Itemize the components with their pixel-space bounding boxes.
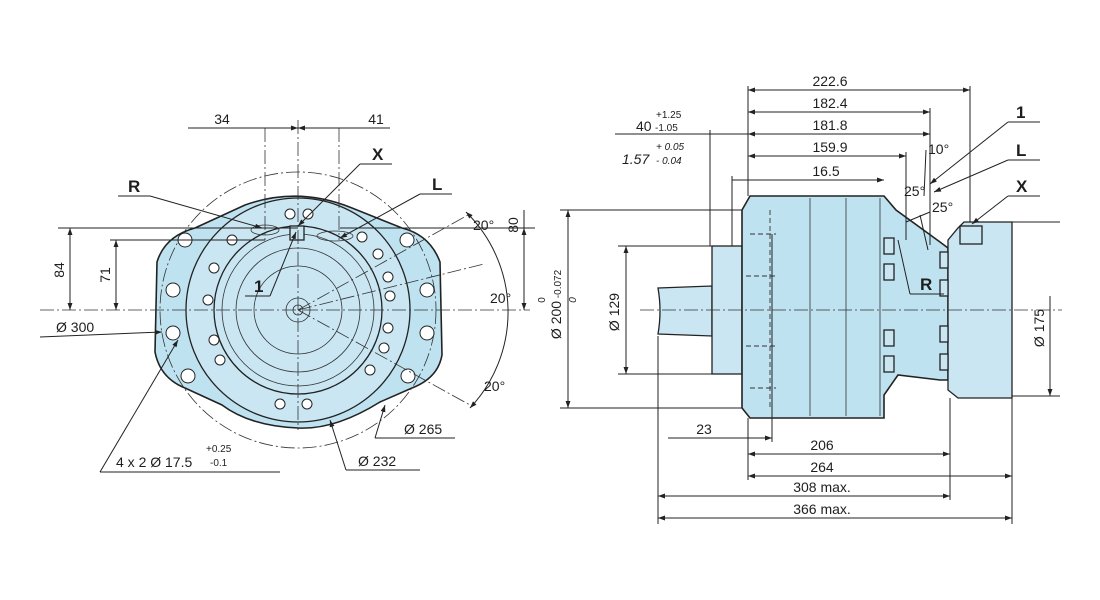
dim-40-tol-up: +1.25 — [656, 110, 682, 121]
label-1-side: 1 — [1016, 103, 1025, 122]
angle-25b: 25° — [932, 199, 953, 215]
dim-holes: 4 x 2 Ø 17.5 — [116, 454, 192, 470]
inner-bolts — [202, 208, 396, 410]
dim-1-57-tol-low: - 0.04 — [656, 156, 682, 167]
dim-dia200-tol-up: 0 — [537, 297, 548, 303]
dim-dia200-zero: 0 — [568, 297, 579, 303]
angle-10: 10° — [928, 141, 949, 157]
port-l — [316, 230, 354, 242]
dim-1-57-tol-up: + 0.05 — [656, 142, 685, 153]
port-block — [959, 225, 983, 245]
dim-16-5: 16.5 — [812, 163, 839, 179]
dim-159-9: 159.9 — [812, 139, 847, 155]
label-x: X — [372, 145, 384, 164]
dim-84: 84 — [51, 262, 67, 278]
dim-182-4: 182.4 — [812, 95, 847, 111]
mounting-holes — [165, 232, 435, 384]
dim-366: 366 max. — [793, 501, 851, 517]
dim-dia265: Ø 265 — [404, 421, 442, 437]
angle-mid: 20° — [490, 290, 511, 306]
dim-264: 264 — [810, 459, 834, 475]
label-l: L — [432, 175, 442, 194]
motor-body — [741, 195, 949, 419]
dim-23: 23 — [696, 421, 712, 437]
label-x-side: X — [1016, 177, 1028, 196]
dim-holes-tol-up: +0.25 — [206, 444, 232, 455]
dim-308: 308 max. — [793, 479, 851, 495]
dim-dia175: Ø 175 — [1031, 309, 1047, 347]
dim-206: 206 — [810, 437, 834, 453]
front-view: 34 41 84 71 80 20° 20° 20° Ø 300 4 x 2 Ø… — [39, 111, 535, 473]
dim-dia232: Ø 232 — [358, 453, 396, 469]
dim-dia300: Ø 300 — [56, 319, 94, 335]
shaft — [657, 285, 713, 337]
dim-40: 40 — [636, 118, 652, 134]
dim-1-57: 1.57 — [622, 151, 650, 167]
dim-dia200: Ø 200 — [548, 301, 564, 339]
label-r: R — [128, 177, 140, 196]
angle-25a: 25° — [904, 183, 925, 199]
angle-bot: 20° — [484, 378, 505, 394]
label-l-side: L — [1016, 141, 1026, 160]
dim-71: 71 — [97, 267, 113, 283]
side-bolts — [883, 237, 949, 373]
dim-dia200-tol-low: -0.072 — [553, 269, 564, 298]
dim-222-6: 222.6 — [812, 73, 847, 89]
dim-34: 34 — [214, 111, 230, 127]
label-r-side: R — [920, 275, 932, 294]
dim-dia129: Ø 129 — [606, 293, 622, 331]
label-1: 1 — [254, 277, 263, 296]
angle-top: 20° — [473, 217, 494, 233]
side-view: 222.6 182.4 181.8 159.9 16.5 40 +1.25 -1… — [537, 73, 1062, 524]
dim-41: 41 — [368, 111, 384, 127]
dim-40-tol-low: -1.05 — [655, 123, 678, 134]
dim-80: 80 — [505, 217, 521, 233]
dim-181-8: 181.8 — [812, 117, 847, 133]
dim-holes-tol-low: -0.1 — [210, 458, 228, 469]
